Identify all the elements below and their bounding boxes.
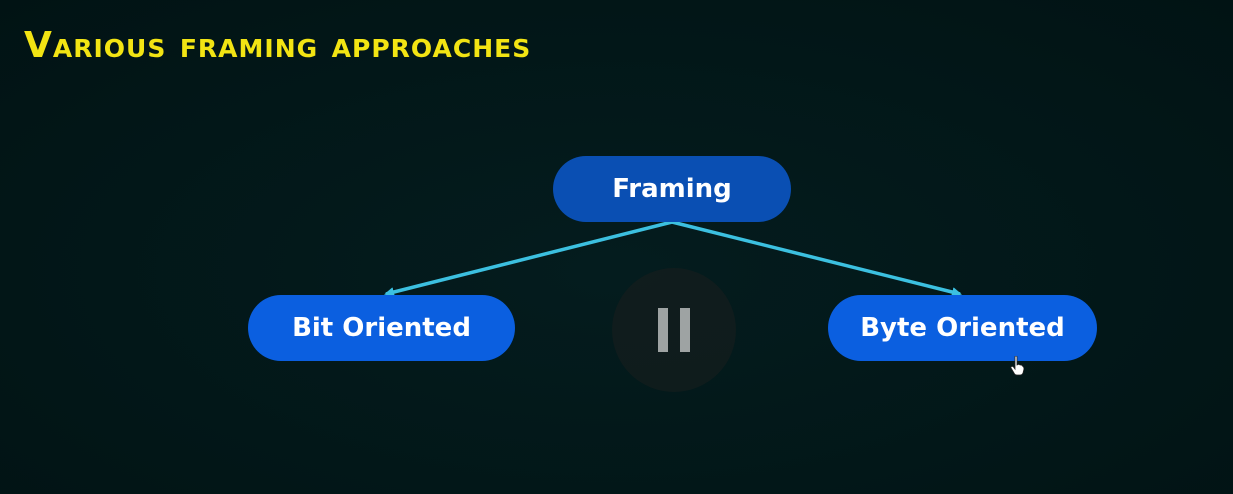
connector-left-arrow: [384, 220, 673, 297]
node-bit-oriented: Bit Oriented: [248, 295, 515, 361]
pause-icon: [658, 308, 668, 352]
node-byte-oriented: Byte Oriented: [828, 295, 1097, 361]
node-byte-oriented-label: Byte Oriented: [860, 313, 1065, 343]
node-framing: Framing: [553, 156, 791, 222]
hand-cursor-icon: [1010, 356, 1024, 376]
slide-title: Various framing approaches: [24, 25, 532, 66]
node-framing-label: Framing: [612, 174, 732, 204]
node-bit-oriented-label: Bit Oriented: [292, 313, 471, 343]
pause-icon-bar: [680, 308, 690, 352]
pause-button[interactable]: [612, 268, 736, 392]
